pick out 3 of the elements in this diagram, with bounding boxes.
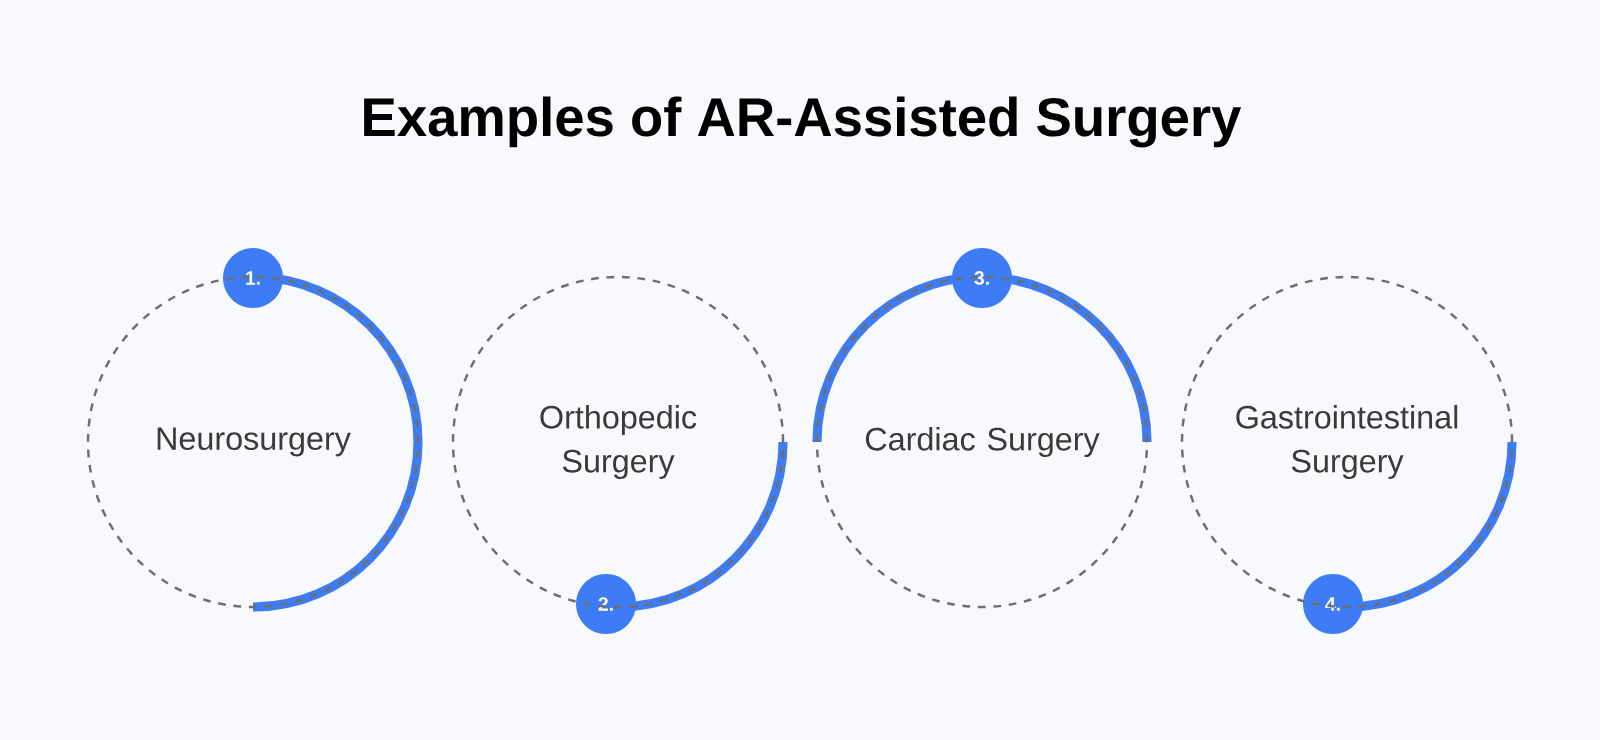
number-badge: 1. — [223, 248, 283, 308]
title: Examples of AR-Assisted Surgery — [364, 96, 1242, 148]
number-badge: 3. — [952, 248, 1012, 308]
